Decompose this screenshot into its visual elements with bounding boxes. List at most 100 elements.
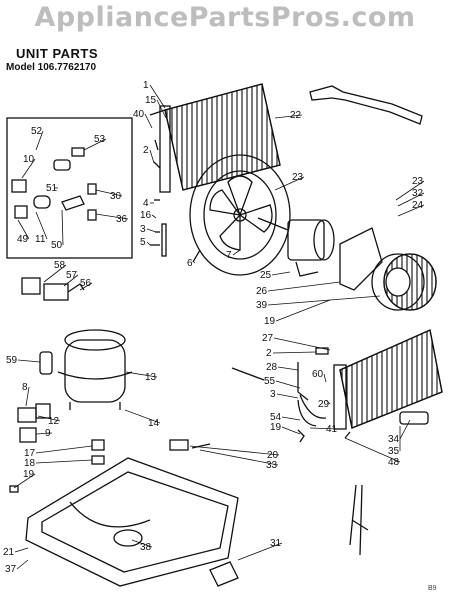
leader-line bbox=[21, 158, 36, 179]
leader-line bbox=[267, 281, 341, 292]
leader-line bbox=[237, 542, 283, 561]
wire-harness bbox=[349, 484, 369, 556]
callout-51: 51 bbox=[46, 183, 58, 194]
leader-line bbox=[274, 114, 303, 119]
leader-line bbox=[395, 180, 425, 201]
diagram-title: UNIT PARTS bbox=[16, 46, 99, 61]
leader-line bbox=[276, 393, 299, 399]
leader-line bbox=[125, 371, 158, 378]
leader-line bbox=[281, 416, 301, 421]
relay bbox=[17, 407, 37, 423]
leader-line bbox=[16, 559, 29, 570]
callout-37: 37 bbox=[5, 564, 17, 575]
drain-tube bbox=[39, 351, 53, 375]
callout-19: 19 bbox=[264, 316, 276, 327]
callout-60: 60 bbox=[312, 369, 324, 380]
callout-7: 7 bbox=[226, 250, 232, 261]
leader-line bbox=[156, 99, 167, 119]
small-parts-box bbox=[6, 117, 133, 259]
callout-33: 33 bbox=[266, 460, 278, 471]
leader-line bbox=[189, 445, 280, 456]
evaporator-coil bbox=[297, 329, 443, 430]
callout-6: 6 bbox=[187, 258, 193, 269]
base-pan bbox=[25, 457, 239, 587]
callout-48: 48 bbox=[388, 457, 400, 468]
callout-27: 27 bbox=[262, 333, 274, 344]
callout-54: 54 bbox=[270, 412, 282, 423]
callout-58: 58 bbox=[54, 260, 66, 271]
capacitor-bracket bbox=[21, 277, 85, 301]
callout-12: 12 bbox=[48, 416, 60, 427]
leader-line bbox=[37, 415, 61, 422]
callout-28: 28 bbox=[266, 362, 278, 373]
callout-10: 10 bbox=[23, 154, 35, 165]
leader-line bbox=[193, 261, 196, 264]
callout-21: 21 bbox=[3, 547, 15, 558]
leader-line bbox=[397, 204, 425, 217]
callout-57: 57 bbox=[66, 270, 78, 281]
callout-1: 1 bbox=[143, 80, 149, 91]
callout-19: 19 bbox=[23, 469, 35, 480]
leader-line bbox=[35, 211, 48, 240]
leader-line bbox=[325, 399, 331, 405]
leader-line bbox=[95, 189, 123, 197]
leader-line bbox=[275, 380, 301, 389]
leader-line bbox=[272, 351, 317, 354]
leader-line bbox=[271, 271, 291, 276]
callout-55: 55 bbox=[264, 376, 276, 387]
leader-line bbox=[146, 228, 157, 233]
leader-line bbox=[199, 449, 279, 466]
callout-5: 5 bbox=[140, 237, 146, 248]
leader-line bbox=[83, 138, 107, 151]
leader-line bbox=[35, 130, 44, 151]
callout-31: 31 bbox=[270, 538, 282, 549]
leader-line bbox=[149, 84, 166, 109]
callout-24: 24 bbox=[412, 200, 424, 211]
fan-shroud bbox=[189, 154, 291, 276]
leader-line bbox=[61, 209, 64, 246]
callout-52: 52 bbox=[31, 126, 43, 137]
leader-line bbox=[149, 149, 155, 164]
leader-line bbox=[95, 213, 129, 220]
fan-motor bbox=[257, 217, 335, 277]
leader-line bbox=[274, 176, 305, 191]
callout-23: 23 bbox=[412, 176, 424, 187]
bracket bbox=[309, 85, 423, 125]
leader-line bbox=[25, 386, 30, 407]
callout-9: 9 bbox=[45, 428, 51, 439]
callout-19: 19 bbox=[270, 422, 282, 433]
leader-line bbox=[35, 432, 53, 435]
callout-26: 26 bbox=[256, 286, 268, 297]
leader-line bbox=[323, 373, 327, 383]
callout-39: 39 bbox=[256, 300, 268, 311]
callout-14: 14 bbox=[148, 418, 160, 429]
callout-50: 50 bbox=[51, 240, 63, 251]
leader-line bbox=[281, 426, 301, 435]
leader-line bbox=[35, 459, 93, 464]
callout-41: 41 bbox=[326, 424, 338, 435]
callout-36: 36 bbox=[116, 214, 128, 225]
leader-line bbox=[35, 445, 93, 454]
callout-23: 23 bbox=[292, 172, 304, 183]
callout-16: 16 bbox=[140, 210, 152, 221]
leader-line bbox=[124, 409, 161, 424]
leader-line bbox=[144, 113, 153, 129]
leader-line bbox=[267, 295, 381, 306]
leader-line bbox=[17, 219, 30, 240]
callout-4: 4 bbox=[143, 198, 149, 209]
callout-15: 15 bbox=[145, 95, 157, 106]
blower-wheel bbox=[371, 253, 437, 311]
leader-line bbox=[273, 337, 331, 351]
leader-line bbox=[309, 427, 339, 430]
drawing-code: B9 bbox=[428, 585, 437, 592]
leader-line bbox=[79, 282, 93, 291]
callout-49: 49 bbox=[17, 234, 29, 245]
callout-2: 2 bbox=[266, 348, 272, 359]
leader-line bbox=[17, 359, 41, 363]
leader-line bbox=[151, 214, 157, 219]
callout-38: 38 bbox=[140, 542, 152, 553]
leader-line bbox=[13, 473, 36, 489]
leader-line bbox=[146, 241, 151, 246]
